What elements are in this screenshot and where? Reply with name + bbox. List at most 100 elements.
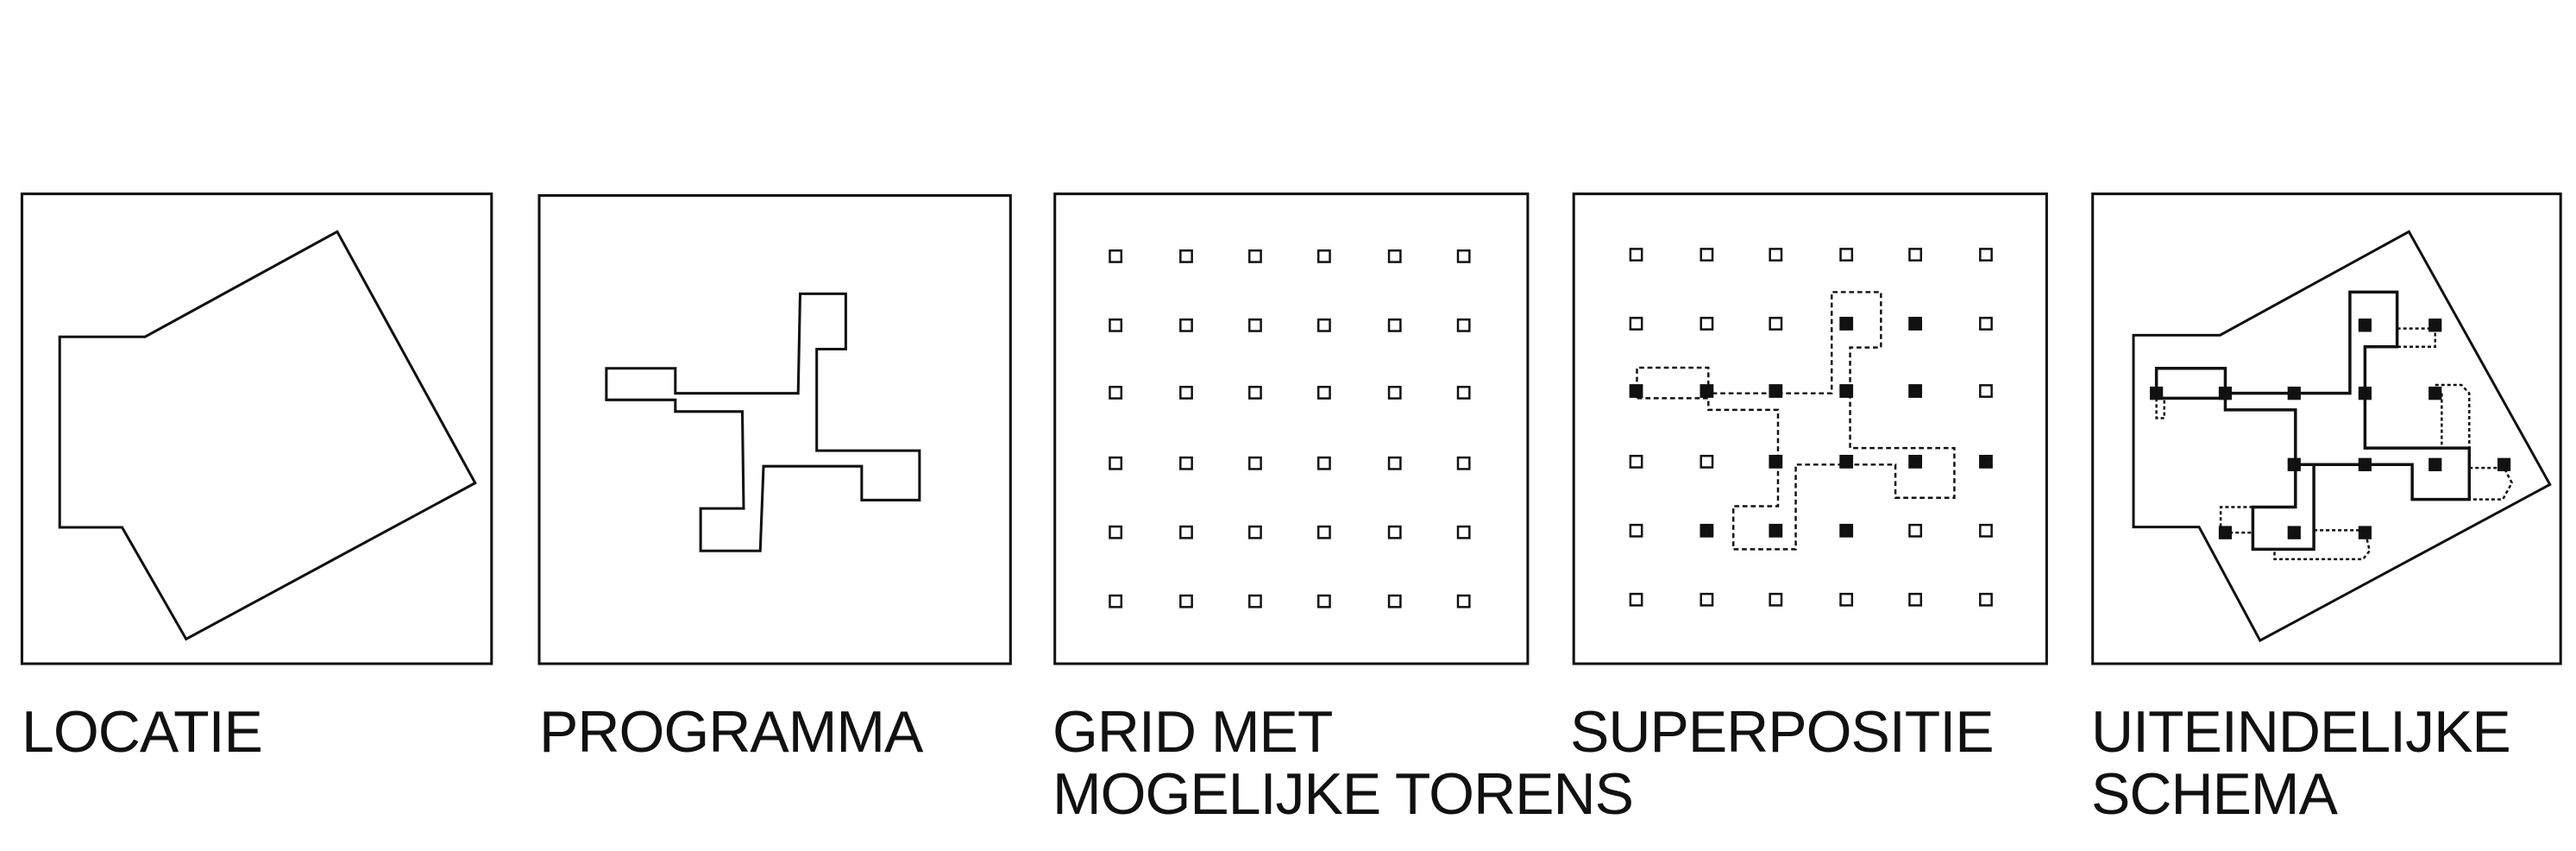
schema-tower bbox=[2287, 457, 2301, 471]
schema-tower bbox=[2497, 457, 2511, 471]
possible-tower bbox=[1248, 386, 1262, 400]
schema-tower bbox=[2218, 526, 2233, 539]
possible-tower bbox=[1700, 248, 1714, 262]
schema-tower bbox=[2428, 457, 2442, 471]
possible-tower bbox=[1109, 594, 1123, 608]
possible-tower bbox=[1456, 594, 1471, 608]
possible-tower bbox=[1248, 594, 1262, 608]
possible-tower bbox=[1700, 592, 1714, 607]
possible-tower bbox=[1769, 592, 1783, 607]
possible-tower bbox=[1316, 525, 1331, 539]
schema-solid-connections bbox=[2157, 292, 2470, 549]
possible-tower bbox=[1979, 248, 1993, 262]
possible-tower bbox=[1700, 317, 1714, 331]
possible-tower bbox=[1387, 456, 1402, 470]
selected-tower bbox=[1700, 523, 1714, 538]
selected-tower bbox=[1839, 523, 1854, 538]
selected-tower bbox=[1700, 384, 1714, 398]
possible-tower bbox=[1387, 249, 1402, 263]
possible-tower bbox=[1316, 249, 1331, 263]
selected-tower bbox=[1908, 384, 1923, 398]
selected-tower bbox=[1769, 523, 1783, 538]
possible-tower bbox=[1629, 523, 1643, 538]
possible-tower bbox=[1248, 525, 1262, 539]
possible-tower bbox=[1456, 249, 1471, 263]
panel-frame-locatie bbox=[20, 192, 493, 665]
label-programma: PROGRAMMA bbox=[539, 701, 923, 763]
program-outline bbox=[605, 292, 921, 552]
possible-tower bbox=[1629, 248, 1643, 262]
schema-tower bbox=[2150, 386, 2164, 400]
possible-tower bbox=[1248, 318, 1262, 332]
selected-tower bbox=[1769, 384, 1783, 398]
possible-tower bbox=[1839, 248, 1854, 262]
schema-tower bbox=[2358, 386, 2372, 400]
possible-tower bbox=[1456, 318, 1471, 332]
schema-dashed-connections bbox=[2157, 329, 2512, 559]
label-line: SUPERPOSITIE bbox=[1570, 699, 1995, 765]
possible-tower bbox=[1839, 592, 1854, 607]
possible-tower bbox=[1387, 386, 1402, 400]
superposition-towers bbox=[1629, 248, 1993, 607]
panel-frame-schema bbox=[2091, 192, 2562, 665]
label-line: LOCATIE bbox=[22, 699, 263, 765]
schema-tower bbox=[2428, 386, 2442, 400]
possible-tower bbox=[1179, 386, 1193, 400]
schema-site-outline bbox=[2133, 231, 2550, 640]
possible-tower bbox=[1629, 454, 1643, 469]
possible-tower bbox=[1248, 456, 1262, 470]
possible-tower bbox=[1248, 249, 1262, 263]
schema-tower bbox=[2428, 318, 2442, 332]
label-line: MOGELIJKE TORENS bbox=[1052, 761, 1634, 827]
site-outline bbox=[58, 230, 477, 641]
possible-tower bbox=[1179, 525, 1193, 539]
label-superpositie: SUPERPOSITIE bbox=[1570, 699, 1995, 765]
label-line: SCHEMA bbox=[2091, 761, 2338, 827]
possible-tower bbox=[1109, 525, 1123, 539]
possible-tower bbox=[1316, 318, 1331, 332]
label-locatie: LOCATIE bbox=[22, 699, 263, 765]
possible-tower bbox=[1979, 523, 1993, 538]
schema-tower bbox=[2358, 457, 2372, 471]
possible-tower bbox=[1316, 386, 1331, 400]
possible-tower bbox=[1387, 594, 1402, 608]
possible-tower bbox=[1456, 456, 1471, 470]
panel-frame-superpositie bbox=[1572, 192, 2048, 665]
possible-tower bbox=[1109, 386, 1123, 400]
schema-towers bbox=[2150, 318, 2511, 539]
schema-tower bbox=[2358, 318, 2372, 332]
selected-tower bbox=[1839, 317, 1854, 331]
possible-tower bbox=[1179, 318, 1193, 332]
grid-towers bbox=[1109, 249, 1471, 608]
schema-tower bbox=[2287, 526, 2301, 539]
panel-frame-programma bbox=[537, 193, 1012, 665]
possible-tower bbox=[1629, 317, 1643, 331]
schema-tower bbox=[2218, 386, 2233, 400]
possible-tower bbox=[1387, 525, 1402, 539]
superposed-program-outline bbox=[1636, 291, 1956, 551]
panel-frame-grid bbox=[1053, 192, 1530, 665]
possible-tower bbox=[1700, 454, 1714, 469]
possible-tower bbox=[1908, 523, 1923, 538]
possible-tower bbox=[1769, 317, 1783, 331]
selected-tower bbox=[1908, 454, 1923, 469]
possible-tower bbox=[1979, 384, 1993, 398]
possible-tower bbox=[1316, 594, 1331, 608]
possible-tower bbox=[1979, 317, 1993, 331]
possible-tower bbox=[1179, 249, 1193, 263]
label-line: UITEINDELIJKE bbox=[2091, 699, 2511, 765]
selected-tower bbox=[1908, 317, 1923, 331]
schema-tower bbox=[2287, 386, 2301, 400]
possible-tower bbox=[1979, 592, 1993, 607]
label-line: GRID MET bbox=[1052, 699, 1333, 765]
possible-tower bbox=[1109, 318, 1123, 332]
selected-tower bbox=[1979, 454, 1993, 469]
possible-tower bbox=[1109, 249, 1123, 263]
possible-tower bbox=[1769, 248, 1783, 262]
possible-tower bbox=[1908, 248, 1923, 262]
selected-tower bbox=[1769, 454, 1783, 469]
selected-tower bbox=[1839, 454, 1854, 469]
